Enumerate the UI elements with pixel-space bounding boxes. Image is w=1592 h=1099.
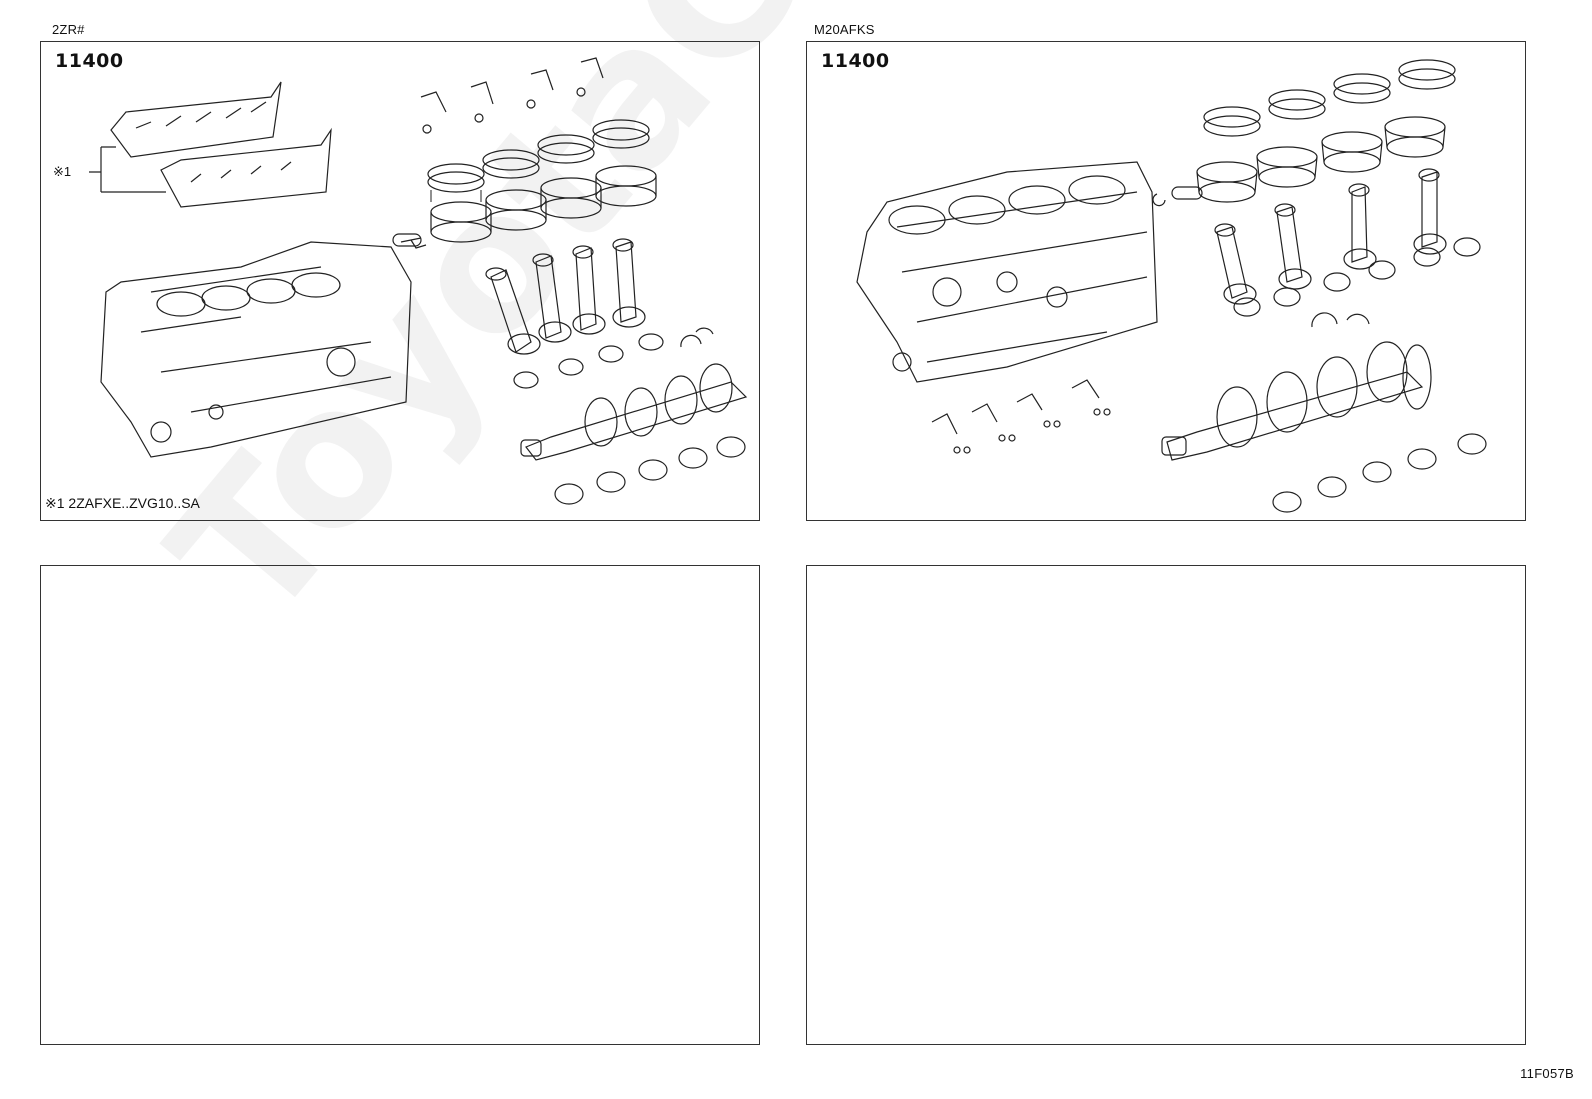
diagram-panel-empty-1[interactable] [40, 565, 760, 1045]
engine-label-2zr: 2ZR# [52, 22, 85, 37]
diagram-panel-2zr[interactable]: 11400 [40, 41, 760, 521]
panel-code: 11400 [55, 50, 124, 72]
engine-label-m20afks: M20AFKS [814, 22, 875, 37]
page-code: 11F057B [1520, 1066, 1574, 1081]
panel-footnote: ※1 2ZAFXE..ZVG10..SA [45, 495, 200, 511]
diagram-panel-empty-2[interactable] [806, 565, 1526, 1045]
engine-parts-illustration-m20afks [807, 42, 1527, 522]
panel-code: 11400 [821, 50, 890, 72]
callout-ref: ※1 [53, 164, 71, 179]
engine-parts-illustration-2zr: ※1 [53, 42, 761, 522]
diagram-panel-m20afks[interactable]: 11400 [806, 41, 1526, 521]
